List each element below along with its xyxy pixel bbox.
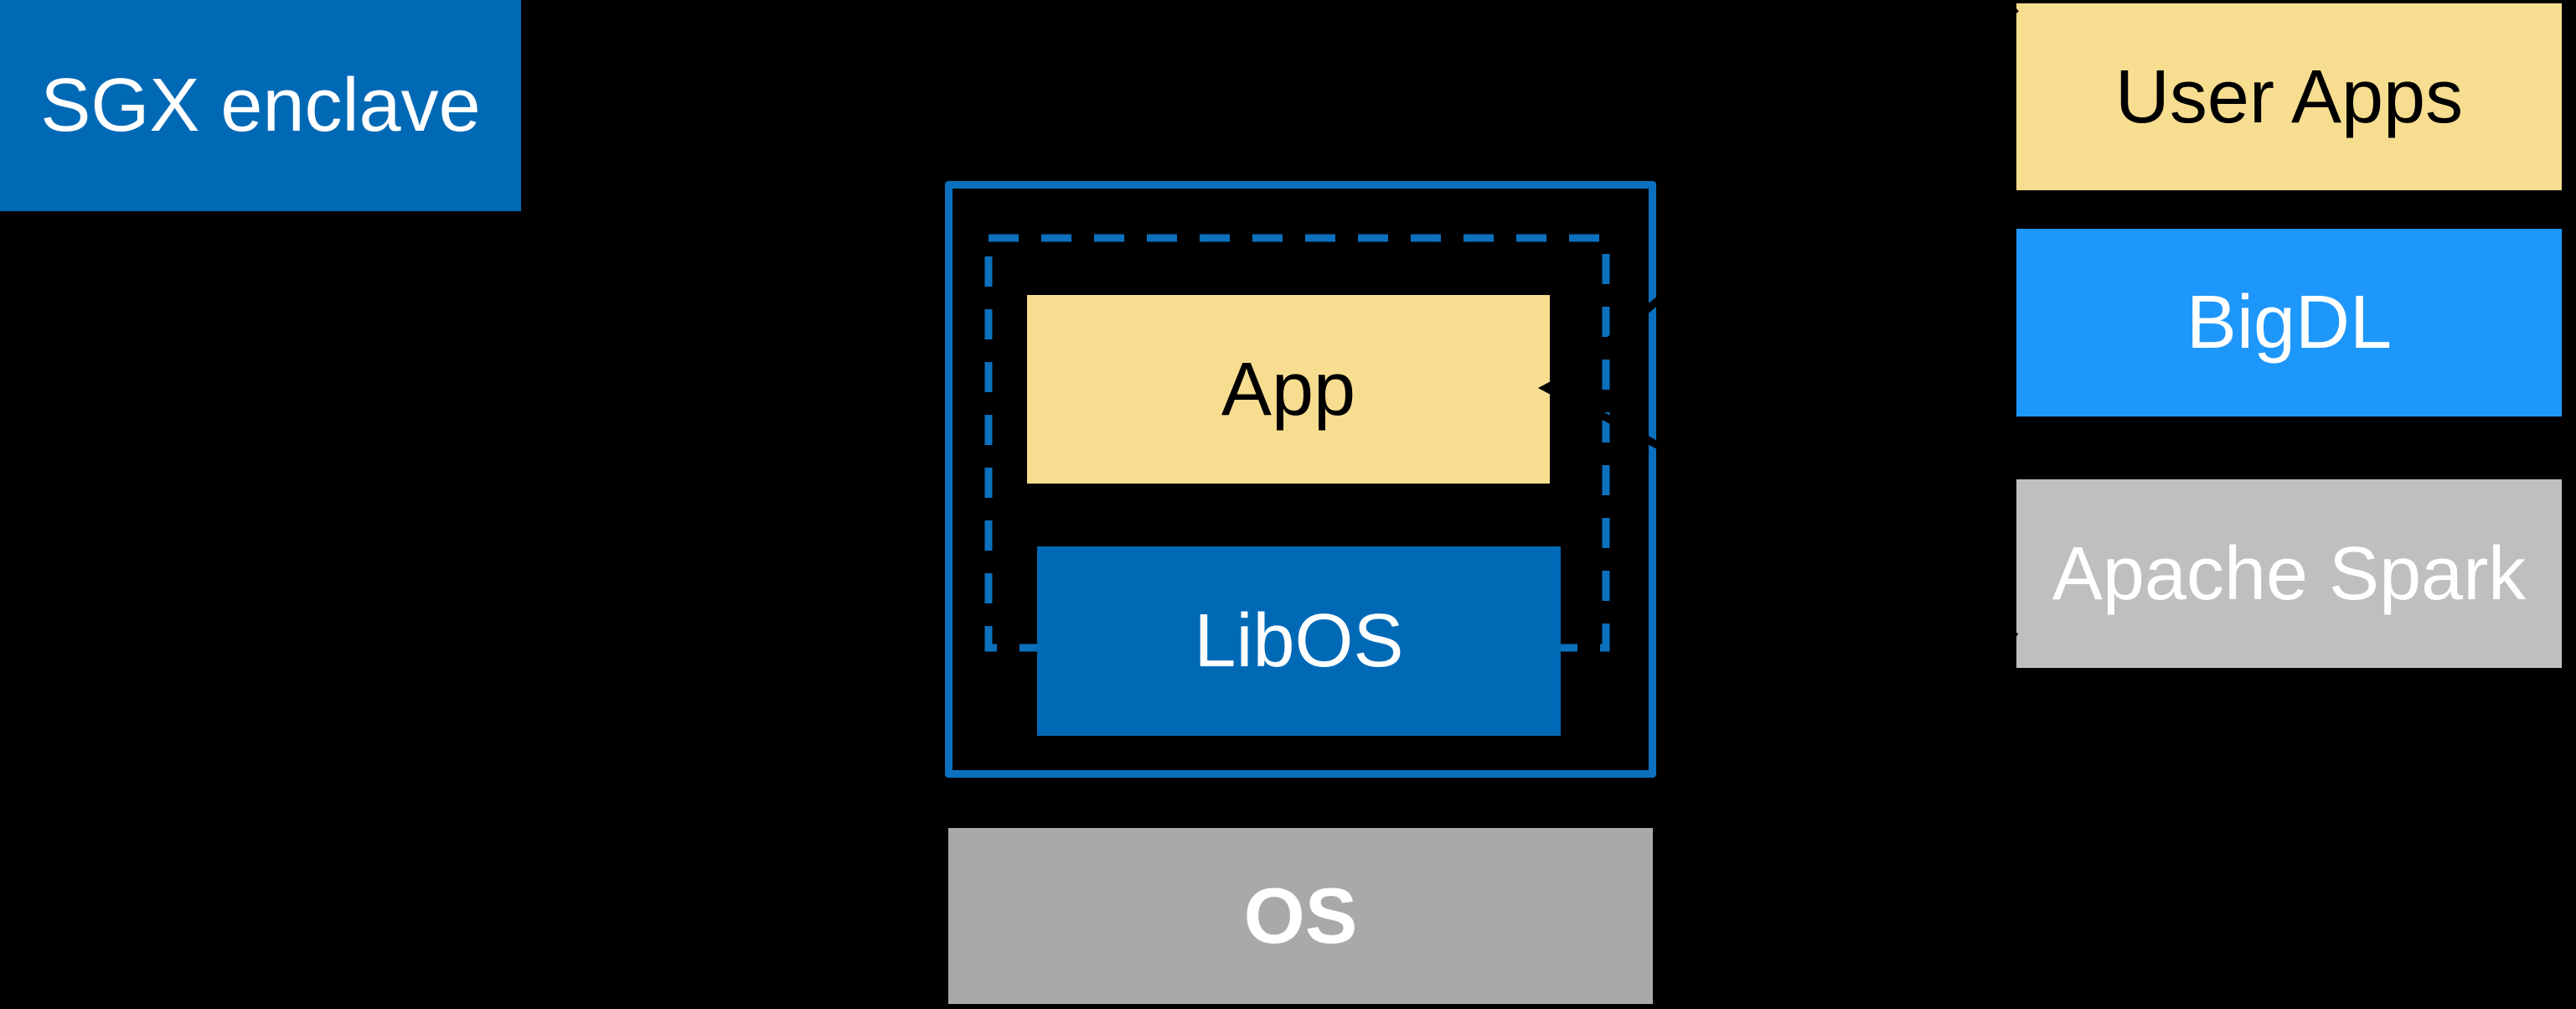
stack-item-bigdl: BigDL	[2016, 229, 2562, 417]
sgx-pointer-line	[528, 489, 944, 531]
libos-label: LibOS	[1194, 599, 1404, 683]
user-apps-label: User Apps	[2114, 54, 2464, 139]
apache-spark-label: Apache Spark	[2052, 531, 2527, 616]
stack-item-user-apps: User Apps	[2016, 3, 2562, 190]
app-label: App	[1221, 347, 1356, 432]
sgx-pointer-dot	[519, 520, 535, 536]
stack-item-apache-spark: Apache Spark	[2016, 479, 2562, 668]
sgx-enclave-box: SGX enclave	[0, 0, 521, 211]
libos-box: LibOS	[1037, 546, 1561, 736]
os-label: OS	[1243, 872, 1358, 960]
os-bar: OS	[948, 828, 1653, 1004]
app-box: App	[1027, 295, 1550, 484]
sgx-enclave-label: SGX enclave	[40, 64, 481, 147]
bigdl-label: BigDL	[2186, 281, 2393, 365]
